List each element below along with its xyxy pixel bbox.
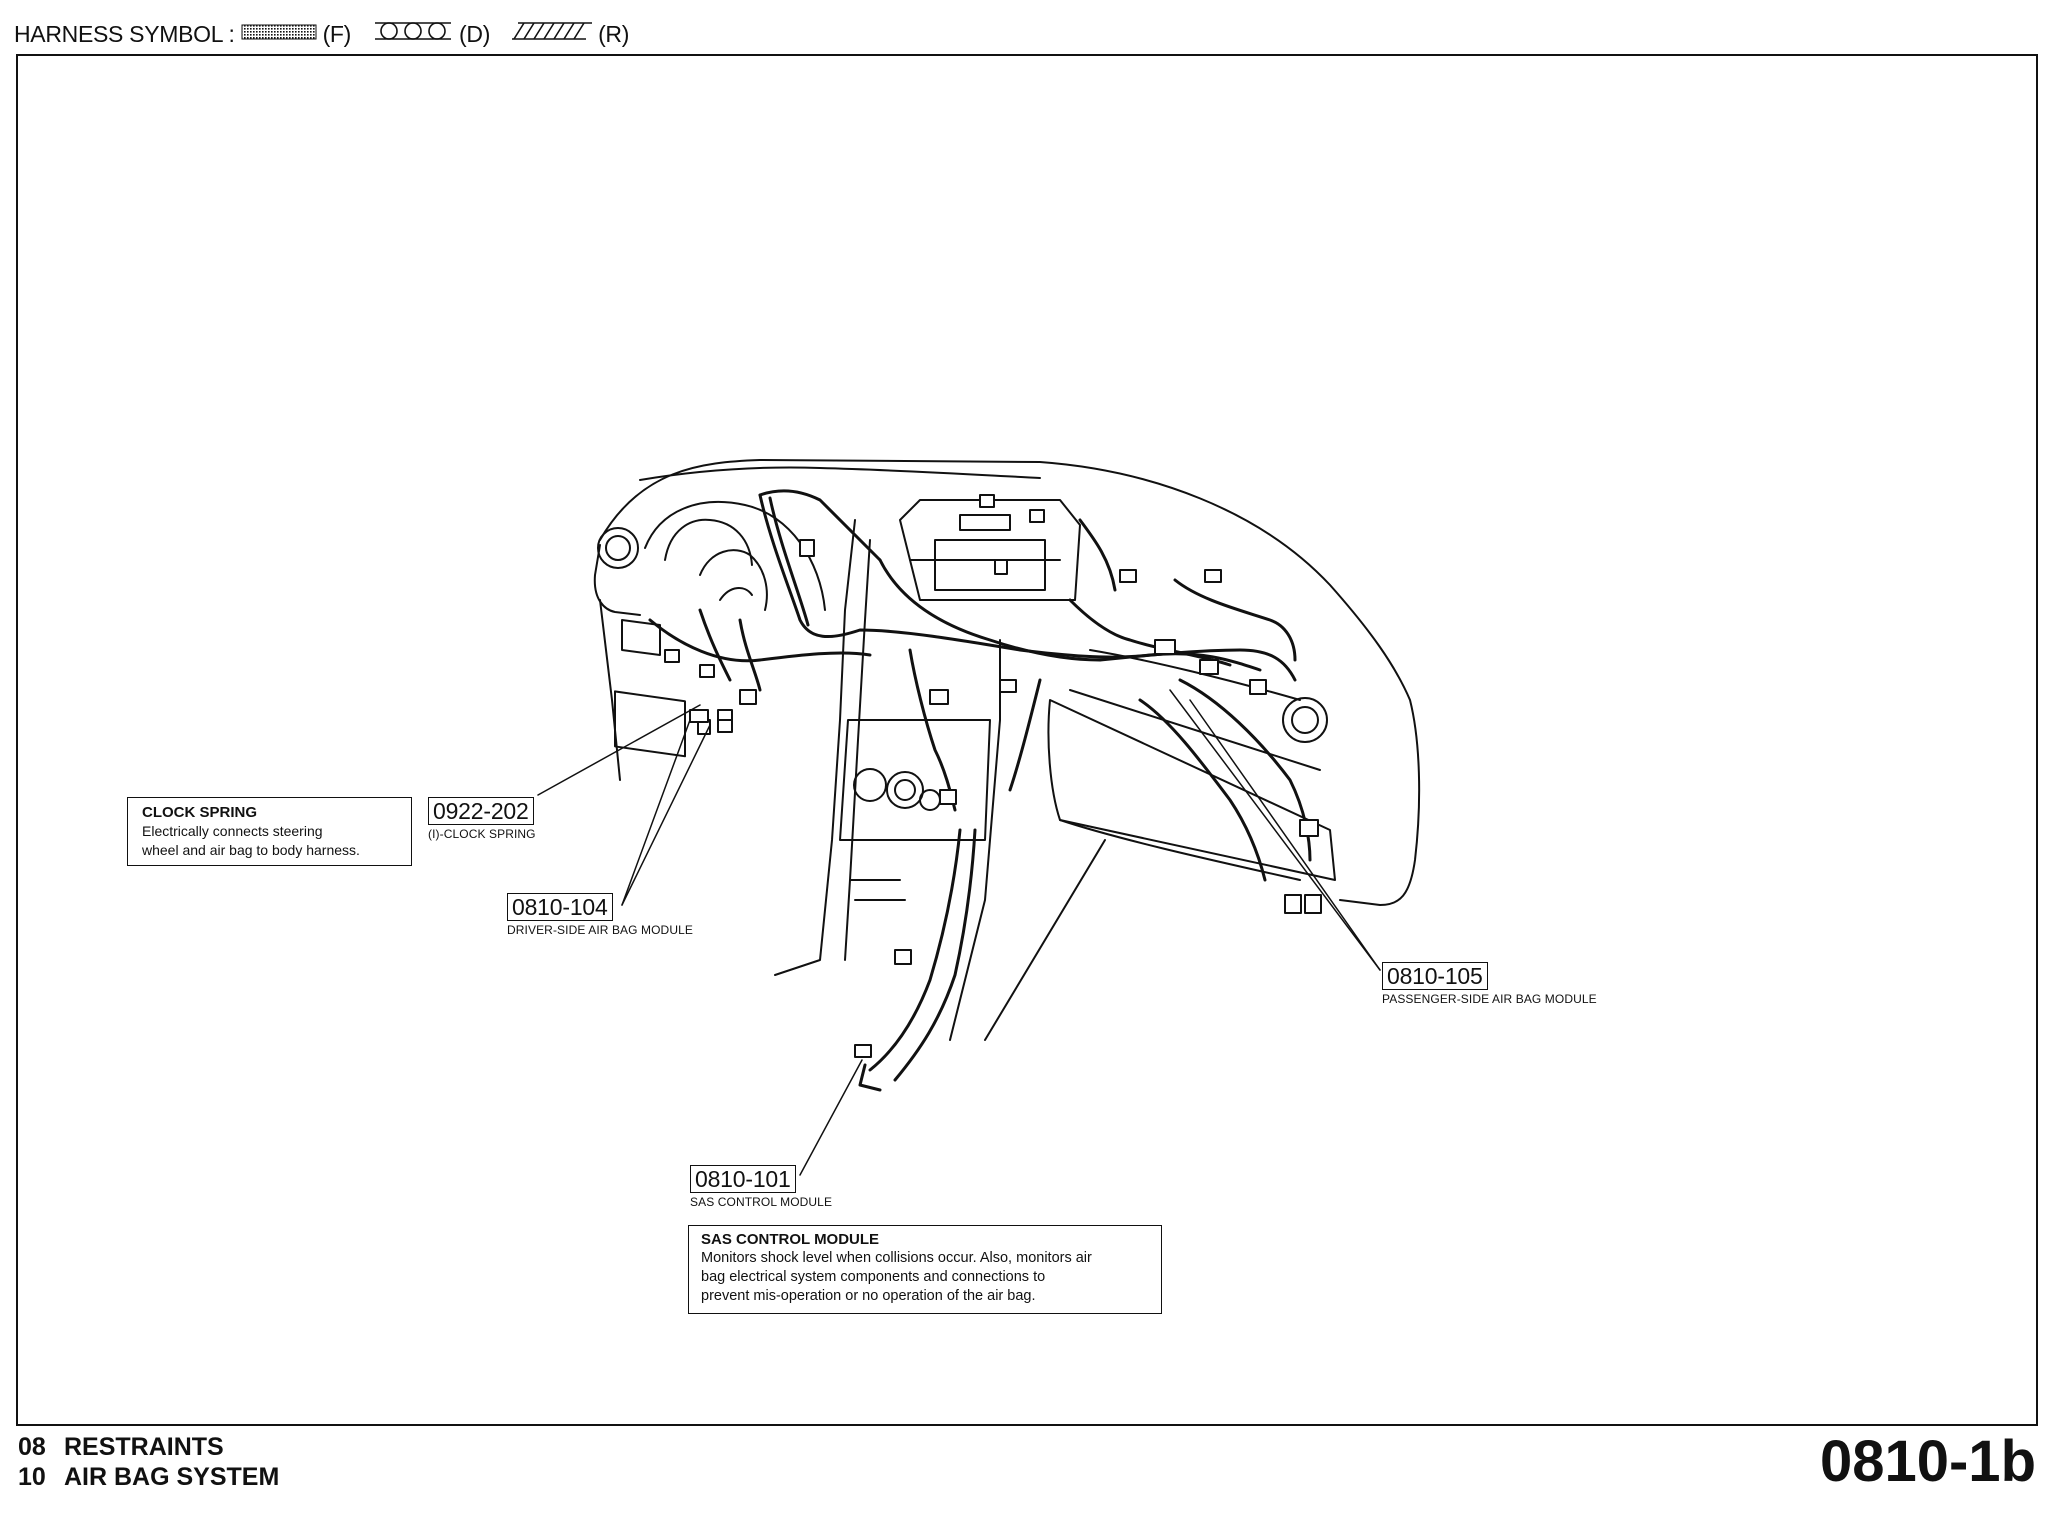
center-vents-area: [839, 719, 991, 841]
diagram-frame: [16, 54, 2038, 1426]
leader-passenger-airbag-2: [1189, 699, 1381, 971]
harness-symbol-legend: HARNESS SYMBOL : (F) (D): [14, 18, 645, 50]
ref-sas-module-code: 0810-101: [690, 1165, 796, 1193]
center-stack-right: [949, 639, 1001, 1041]
subsection-number: 10: [18, 1463, 46, 1491]
legend-code-r: (R): [598, 20, 630, 47]
right-vent: [1282, 697, 1328, 743]
ref-clock-spring: 0922-202 (I)-CLOCK SPRING: [428, 797, 536, 841]
ref-driver-airbag-caption: DRIVER-SIDE AIR BAG MODULE: [507, 923, 693, 937]
center-display: [934, 539, 1046, 591]
lower-left-panel: [614, 690, 686, 758]
legend-code-f: (F): [322, 20, 352, 47]
center-stack-left: [774, 519, 856, 976]
hatched-harness-symbol-icon: [512, 20, 593, 48]
ref-passenger-airbag-code: 0810-105: [1382, 962, 1488, 990]
circles-harness-symbol-icon: [373, 20, 453, 48]
right-glovebox-edge: [1069, 689, 1321, 771]
leader-sas-module: [799, 1059, 863, 1176]
passenger-panel: [1047, 699, 1336, 881]
note-clock-spring-line: Electrically connects steering: [142, 823, 323, 839]
ref-passenger-airbag-caption: PASSENGER-SIDE AIR BAG MODULE: [1382, 992, 1597, 1006]
dotted-harness-symbol-icon: [241, 21, 317, 48]
center-stack-left-inner: [844, 539, 871, 961]
leader-lines: [537, 689, 1381, 1176]
leader-passenger-airbag-1: [1169, 689, 1381, 971]
harness-connectors: [664, 494, 1322, 1058]
note-sas-module-line: bag electrical system components and con…: [701, 1269, 1046, 1285]
dashboard-left-lower: [599, 599, 621, 781]
center-vent-right: [886, 771, 924, 809]
ref-sas-module: 0810-101 SAS CONTROL MODULE: [690, 1165, 832, 1209]
console-right-edge: [984, 839, 1106, 1041]
dashboard-top-edge: [639, 466, 1041, 481]
leader-clock-spring: [537, 704, 701, 796]
section-number: 08: [18, 1433, 46, 1461]
passenger-panel-lower: [1059, 819, 1301, 881]
ref-passenger-airbag: 0810-105 PASSENGER-SIDE AIR BAG MODULE: [1382, 962, 1597, 1006]
note-sas-module-title: SAS CONTROL MODULE: [701, 1231, 880, 1248]
left-vent: [597, 527, 639, 569]
ref-sas-module-caption: SAS CONTROL MODULE: [690, 1195, 833, 1209]
ref-clock-spring-caption: (I)-CLOCK SPRING: [428, 827, 536, 841]
note-sas-module-line: prevent mis-operation or no operation of…: [701, 1288, 1036, 1304]
note-sas-module-line: Monitors shock level when collisions occ…: [701, 1250, 1092, 1266]
ref-clock-spring-code: 0922-202: [428, 797, 534, 825]
dashboard-outline: [599, 459, 1421, 906]
ref-driver-airbag-code: 0810-104: [507, 893, 613, 921]
subsection-name: AIR BAG SYSTEM: [64, 1463, 280, 1491]
legend-prefix: HARNESS SYMBOL :: [14, 20, 235, 47]
note-clock-spring-title: CLOCK SPRING: [142, 804, 258, 821]
gauge-cluster-hood: [644, 501, 826, 611]
note-clock-spring-line: wheel and air bag to body harness.: [142, 842, 360, 858]
ref-driver-airbag: 0810-104 DRIVER-SIDE AIR BAG MODULE: [507, 893, 693, 937]
leader-driver-airbag-2: [621, 724, 711, 906]
center-top-panel: [899, 499, 1081, 601]
section-name: RESTRAINTS: [64, 1433, 224, 1461]
center-vent-left: [853, 768, 887, 802]
page-code: 0810-1b: [1819, 1429, 2036, 1494]
subsection-line: 10 AIR BAG SYSTEM: [18, 1462, 279, 1492]
note-sas-module: SAS CONTROL MODULE Monitors shock level …: [688, 1225, 1162, 1314]
leader-driver-airbag-1: [621, 719, 691, 906]
note-clock-spring: CLOCK SPRING Electrically connects steer…: [127, 797, 412, 866]
section-heading: 08 RESTRAINTS 10 AIR BAG SYSTEM: [18, 1432, 279, 1492]
dashboard-front-lower: [593, 544, 641, 616]
section-line: 08 RESTRAINTS: [18, 1432, 279, 1462]
legend-code-d: (D): [459, 20, 491, 47]
